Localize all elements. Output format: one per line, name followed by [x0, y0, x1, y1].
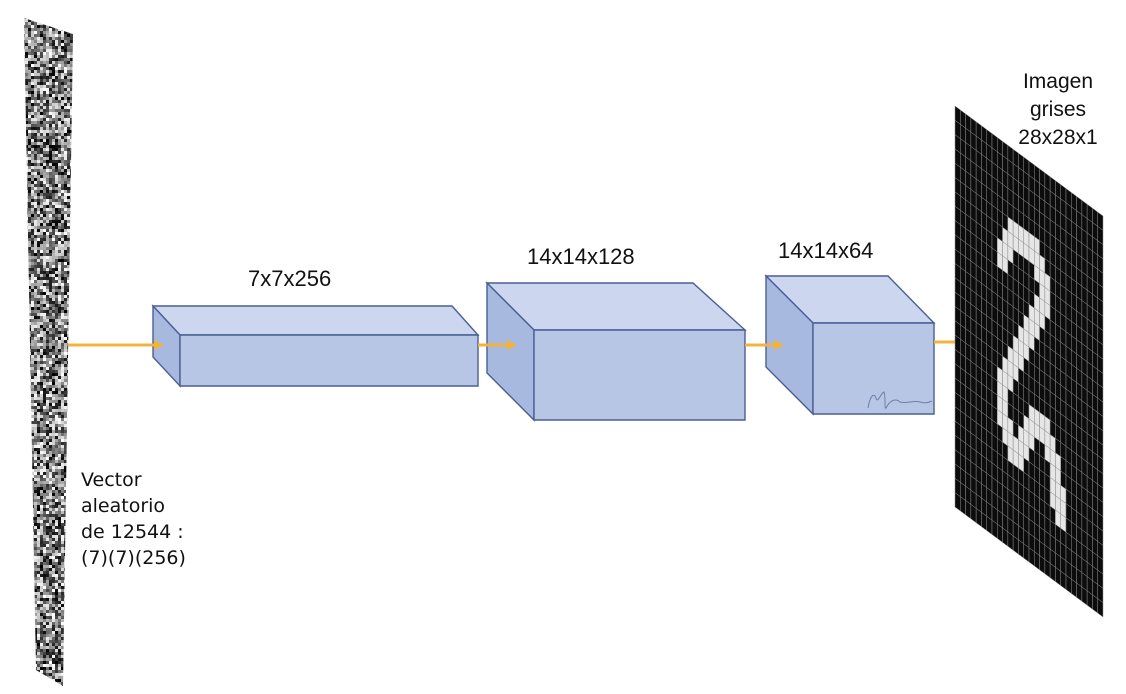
random-noise-vector [24, 18, 73, 686]
layer2-label: 14x14x128 [527, 244, 635, 269]
layer-block-14x14x128 [485, 281, 747, 422]
block-top-face [151, 305, 480, 336]
layer1-label: 7x7x256 [248, 266, 332, 291]
block-front-face [179, 334, 479, 387]
layer-block-7x7x256 [151, 304, 480, 388]
input-vector-label: Vector aleatorio de 12544 : (7)(7)(256) [81, 469, 186, 569]
output-grayscale-image [954, 105, 1104, 618]
layer-block-14x14x64 [764, 274, 936, 416]
block-front-face [533, 329, 746, 421]
layer3-label: 14x14x64 [778, 238, 874, 263]
block-front-face [812, 322, 935, 415]
output-image-label: Imagen grises 28x28x1 [1018, 70, 1098, 149]
signature-mark [867, 391, 933, 409]
